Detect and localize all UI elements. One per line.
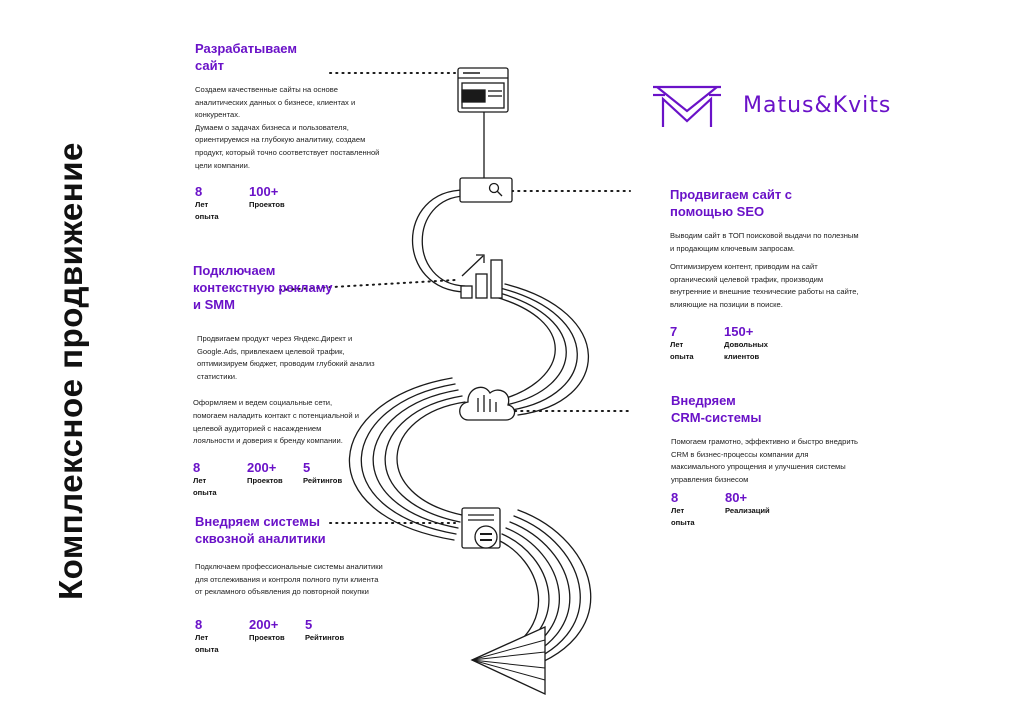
stat-label: Проектов [249, 632, 285, 642]
step-stats: 7 Лет опыта 150+ Довольных клиентов [670, 324, 890, 363]
stat-label: Проектов [247, 475, 283, 485]
stat-value: 5 [303, 459, 311, 475]
step-heading: Разрабатываем сайт [195, 41, 297, 73]
stat-value: 150+ [724, 323, 754, 339]
step-text: Создаем качественные сайты на основе ана… [195, 85, 356, 120]
step-context-ads-smm: Подключаем контекстную рекламу и SMM Про… [193, 262, 413, 499]
stat: 7 Лет опыта [670, 324, 706, 363]
brand-name: Matus&Kvits [743, 92, 892, 118]
stat: 200+ Проектов [247, 460, 285, 499]
stat-value: 200+ [249, 616, 279, 632]
stat: 100+ Проектов [249, 184, 285, 223]
step-website: Разрабатываем сайт Создаем качественные … [195, 40, 415, 223]
stat-value: 80+ [725, 490, 748, 506]
stat-label: Лет опыта [193, 475, 217, 497]
stat-label: Довольных клиентов [724, 339, 768, 361]
step-analytics: Внедряем системы сквозной аналитики Подк… [195, 513, 415, 656]
stat-label: Проектов [249, 200, 285, 210]
stat-value: 5 [305, 616, 313, 632]
arrow-head [470, 625, 546, 696]
stat: 80+ Реализаций [725, 490, 770, 529]
step-text: Подключаем профессиональные системы анал… [195, 562, 383, 597]
search-bar-icon [459, 177, 513, 203]
step-seo: Продвигаем сайт с помощью SEO Выводим са… [670, 186, 890, 363]
stat-label: Рейтингов [305, 632, 345, 642]
road-curve-1b [421, 195, 466, 287]
stat: 5 Рейтингов [305, 617, 344, 656]
browser-window-icon [457, 67, 509, 113]
brand-logo: Matus&Kvits [651, 80, 971, 130]
cloud-icon [459, 386, 516, 421]
step-crm: Внедряем CRM-системы Помогаем грамотно, … [671, 392, 891, 529]
stat: 8 Лет опыта [193, 460, 229, 499]
step-stats: 8 Лет опыта 200+ Проектов 5 Рейтингов [195, 617, 415, 656]
step-text: Помогаем грамотно, эффективно и быстро в… [671, 437, 858, 484]
stat-label: Лет опыта [195, 200, 219, 222]
stat-value: 200+ [247, 459, 277, 475]
step-stats: 8 Лет опыта 80+ Реализаций [671, 490, 891, 529]
road-curve-1a [411, 189, 466, 293]
stat-label: Реализаций [725, 506, 770, 516]
stat: 200+ Проектов [249, 617, 287, 656]
stat-value: 8 [195, 184, 203, 200]
step-text: Думаем о задачах бизнеса и пользователя,… [195, 122, 380, 170]
stat-value: 7 [670, 323, 678, 339]
stat: 8 Лет опыта [195, 184, 231, 223]
stat-label: Лет опыта [670, 339, 694, 361]
step-text: Оптимизируем контент, приводим на сайт о… [670, 262, 859, 309]
step-text: Продвигаем продукт через Яндекс.Директ и… [197, 334, 375, 381]
stat-value: 8 [671, 490, 679, 506]
stat-value: 100+ [249, 184, 279, 200]
document-icon [461, 507, 501, 549]
brand-monogram-icon [653, 85, 721, 127]
step-stats: 8 Лет опыта 100+ Проектов [195, 184, 415, 223]
stat-label: Рейтингов [303, 475, 343, 485]
step-text: Выводим сайт в ТОП поисковой выдачи по п… [670, 231, 859, 253]
step-heading: Внедряем системы сквозной аналитики [195, 514, 326, 546]
step-heading: Продвигаем сайт с помощью SEO [670, 187, 793, 219]
stat: 8 Лет опыта [671, 490, 707, 529]
stat-label: Лет опыта [195, 632, 219, 654]
step-stats: 8 Лет опыта 200+ Проектов 5 Рейтингов [193, 460, 413, 499]
growth-chart-icon [460, 254, 503, 299]
stat: 150+ Довольных клиентов [724, 324, 768, 363]
step-heading: Подключаем контекстную рекламу и SMM [193, 263, 333, 312]
stat-label: Лет опыта [671, 506, 695, 528]
step-text: Оформляем и ведем социальные сети, помог… [193, 398, 359, 446]
step-heading: Внедряем CRM-системы [671, 393, 762, 425]
stat: 8 Лет опыта [195, 617, 231, 656]
stat: 5 Рейтингов [303, 460, 342, 499]
stat-value: 8 [195, 616, 203, 632]
stat-value: 8 [193, 459, 201, 475]
